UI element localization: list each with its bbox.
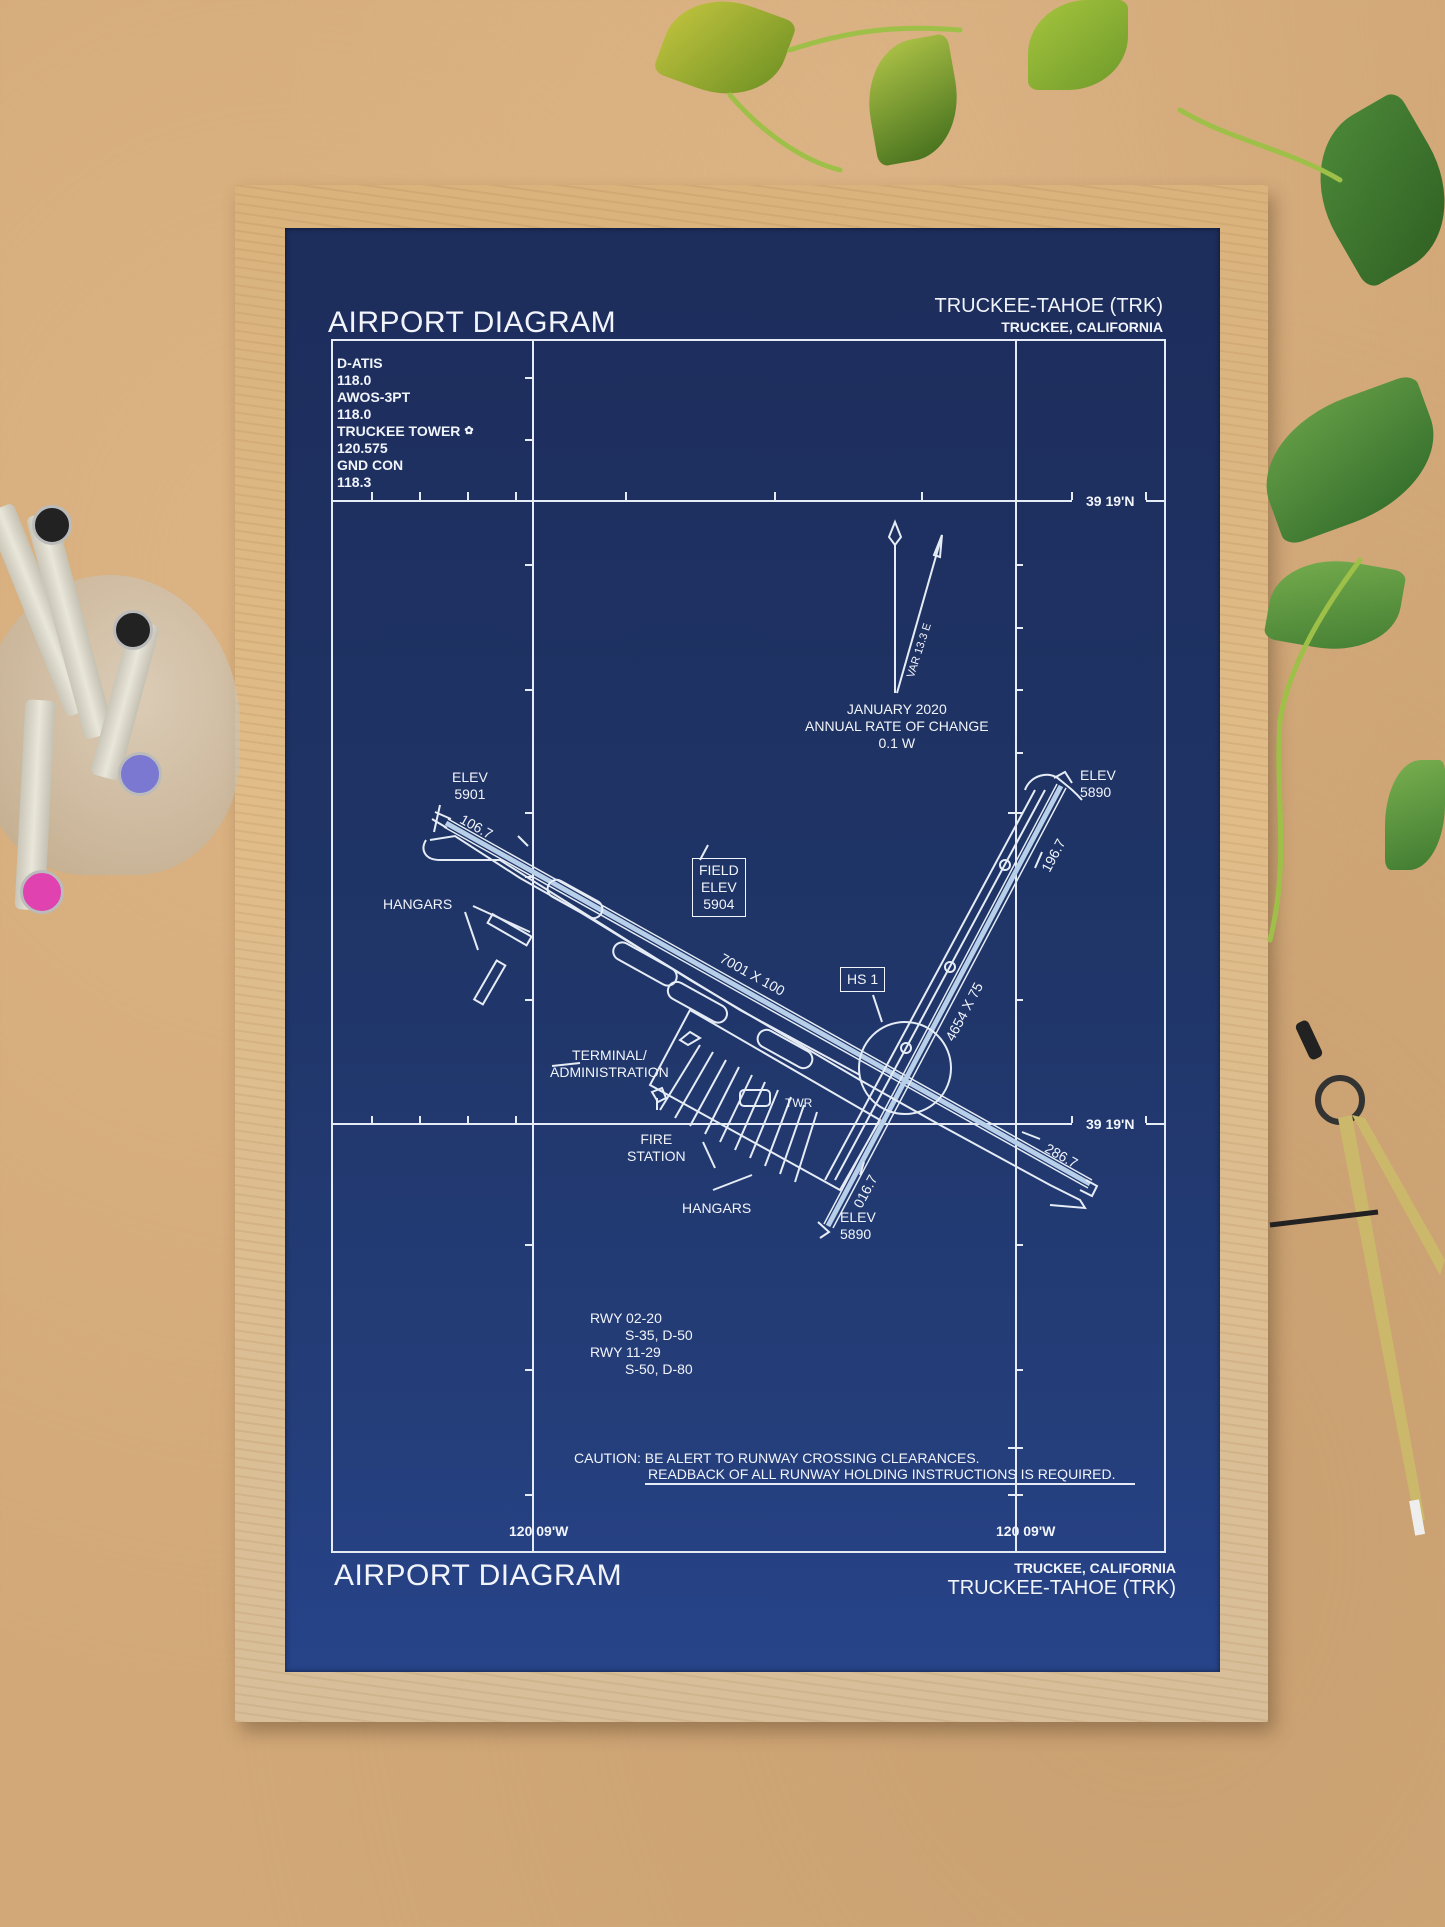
freq-tower-label: TRUCKEE TOWER — [337, 423, 461, 439]
hangars-west-label: HANGARS — [383, 896, 453, 912]
meridian-right — [1015, 339, 1017, 1553]
rwy11-elev: ELEV 5901 — [452, 769, 488, 802]
pen-cap-005-blue — [118, 752, 162, 796]
airport-name-bottom: TRUCKEE-TAHOE (TRK) — [947, 1577, 1176, 1599]
location-bottom: TRUCKEE, CALIFORNIA — [1014, 1560, 1176, 1576]
title-bottom: AIRPORT DIAGRAM — [334, 1559, 623, 1592]
hangars-south-label: HANGARS — [682, 1200, 752, 1216]
pen-cap-005-black — [113, 610, 153, 650]
parallel-top — [332, 500, 1072, 502]
caution-line2: READBACK OF ALL RUNWAY HOLDING INSTRUCTI… — [648, 1466, 1116, 1482]
pen-cap-005-pink — [20, 870, 64, 914]
airport-name-top: TRUCKEE-TAHOE (TRK) — [934, 295, 1163, 317]
blueprint-paper — [285, 228, 1220, 1672]
lat-label-top: 39 19'N — [1086, 493, 1135, 509]
tower-label: TWR — [785, 1096, 813, 1110]
hot-spot-box: HS 1 — [840, 967, 886, 992]
weight-bearing-table: RWY 02-20 S-35, D-50 RWY 11-29 S-50, D-8… — [590, 1310, 693, 1377]
freq-gnd-value: 118.3 — [337, 474, 372, 490]
rwy20-elev: ELEV 5890 — [1080, 767, 1116, 800]
border-left — [331, 339, 333, 1553]
fire-station-label: FIRE STATION — [627, 1131, 686, 1164]
freq-datis-label: D-ATIS — [337, 355, 383, 371]
terminal-label: TERMINAL/ ADMINISTRATION — [550, 1047, 669, 1080]
lon-label-left: 120 09'W — [509, 1523, 569, 1539]
freq-datis-value: 118.0 — [337, 372, 372, 388]
star-icon: ✿ — [464, 425, 474, 437]
mag-var-info: JANUARY 2020 ANNUAL RATE OF CHANGE 0.1 W — [805, 701, 989, 751]
parallel-top-end — [1146, 500, 1166, 502]
lon-label-right: 120 09'W — [996, 1523, 1056, 1539]
parallel-mid — [332, 1123, 1072, 1125]
caution-underline — [645, 1483, 1135, 1485]
freq-awos-value: 118.0 — [337, 406, 372, 422]
location-top: TRUCKEE, CALIFORNIA — [1001, 319, 1163, 335]
frequency-list: D-ATIS 118.0 AWOS-3PT 118.0 TRUCKEE TOWE… — [337, 355, 474, 491]
field-elevation-box: FIELD ELEV 5904 — [692, 858, 746, 917]
parallel-mid-end — [1146, 1123, 1166, 1125]
freq-gnd-label: GND CON — [337, 457, 404, 473]
rwy02-elev: ELEV 5890 — [840, 1209, 876, 1242]
border-right — [1164, 339, 1166, 1553]
lat-label-mid: 39 19'N — [1086, 1116, 1135, 1132]
freq-awos-label: AWOS-3PT — [337, 389, 411, 405]
border-top — [332, 339, 1165, 341]
freq-tower-value: 120.575 — [337, 440, 388, 456]
border-bottom — [332, 1551, 1165, 1553]
meridian-left — [532, 339, 534, 1553]
caution-line1: CAUTION: BE ALERT TO RUNWAY CROSSING CLE… — [574, 1450, 980, 1466]
title-top: AIRPORT DIAGRAM — [328, 306, 617, 339]
pen-cap-01 — [32, 505, 72, 545]
